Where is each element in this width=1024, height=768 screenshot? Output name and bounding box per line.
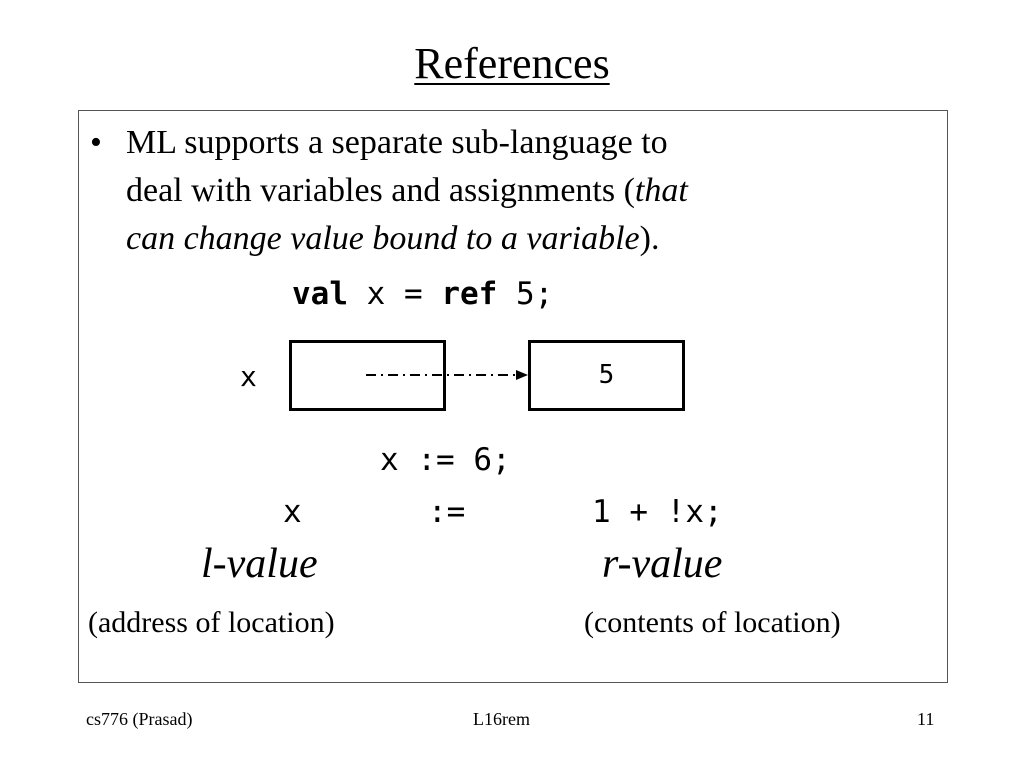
bullet-italic-2: that	[634, 172, 688, 209]
code-decl-mid: x =	[348, 276, 442, 312]
keyword-val: val	[292, 276, 348, 312]
ref-cell-value: 5	[598, 360, 615, 390]
assign-rhs: 1 + !x;	[592, 494, 723, 530]
keyword-ref: ref	[441, 276, 498, 312]
lvalue-label: l-value	[201, 541, 318, 587]
slide-title: References	[414, 39, 610, 88]
content-box	[78, 110, 948, 683]
diagram-var-label: x	[240, 360, 257, 393]
code-decl-tail: 5;	[497, 276, 554, 312]
assign-lhs: x	[283, 494, 302, 530]
code-declaration: val x = ref 5;	[292, 276, 553, 312]
rvalue-description: (contents of location)	[584, 606, 841, 639]
footer-left: cs776 (Prasad)	[86, 709, 193, 729]
rvalue-label: r-value	[602, 541, 723, 587]
lvalue-description: (address of location)	[88, 606, 335, 639]
bullet-line-3: can change value bound to a variable).	[126, 214, 659, 264]
bullet-text-3: ).	[639, 220, 660, 257]
variable-cell	[289, 340, 446, 411]
footer-center: L16rem	[473, 709, 530, 729]
bullet-text-2: deal with variables and assignments (	[126, 172, 635, 209]
bullet-symbol: •	[90, 124, 102, 161]
assignment-1: x := 6;	[380, 442, 511, 478]
bullet-line-2: deal with variables and assignments (tha…	[126, 166, 688, 216]
assign-op: :=	[428, 494, 466, 530]
bullet-text-1: ML supports a separate sub-language to	[126, 124, 668, 161]
bullet-line-1: ML supports a separate sub-language to	[126, 118, 668, 168]
bullet-italic-3: can change value bound to a variable	[126, 220, 640, 257]
footer-page-number: 11	[917, 709, 935, 729]
ref-cell: 5	[528, 340, 685, 411]
arrow-head-icon	[516, 370, 528, 380]
